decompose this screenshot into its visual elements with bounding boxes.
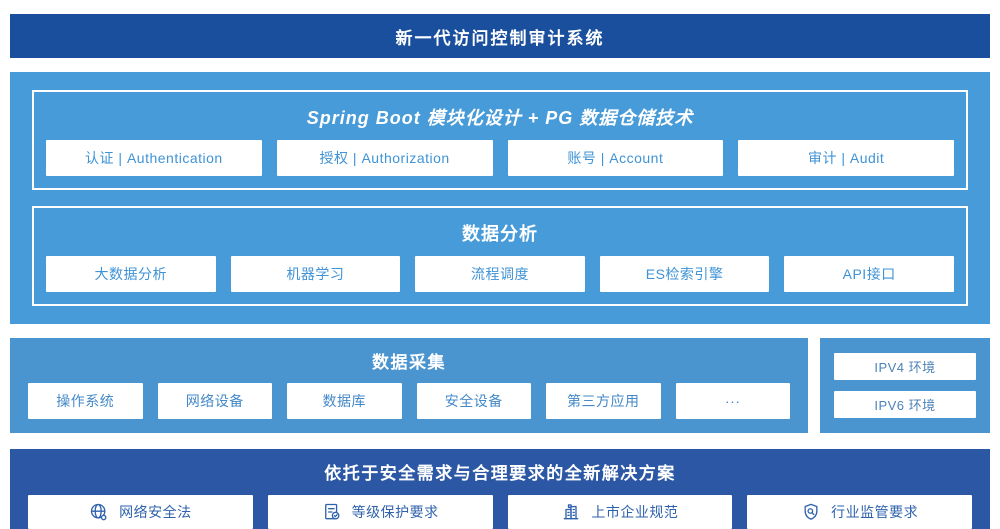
solution-title: 依托于安全需求与合理要求的全新解决方案 [324,464,676,483]
module-box-authorization: 授权 | Authorization [276,140,493,176]
analysis-box-workflow: 流程调度 [415,256,585,292]
solution-box-label: 上市企业规范 [591,504,679,520]
data-collection-boxes: 操作系统 网络设备 数据库 安全设备 第三方应用 ··· [28,383,790,419]
collection-box-third-party: 第三方应用 [546,383,661,419]
solution-box-label: 行业监管要求 [831,504,919,520]
springboot-module-row: 认证 | Authentication 授权 | Authorization 账… [46,140,954,176]
env-box-ipv4: IPV4 环境 [834,353,976,380]
collection-box-os: 操作系统 [28,383,143,419]
solution-section: 依托于安全需求与合理要求的全新解决方案 网络安全法 [10,449,990,529]
analysis-box-es-search: ES检索引擎 [599,256,770,292]
shield-search-icon [801,502,821,522]
analysis-box-api: API接口 [784,256,954,292]
system-title: 新一代访问控制审计系统 [395,28,605,48]
springboot-panel: Spring Boot 模块化设计 + PG 数据仓储技术 认证 | Authe… [32,90,968,190]
data-collection-panel: 数据采集 操作系统 网络设备 数据库 安全设备 第三方应用 ··· [10,338,808,433]
analysis-box-machine-learning: 机器学习 [230,256,401,292]
solution-box-industry-regulation: 行业监管要求 [747,495,972,529]
analysis-box-bigdata: 大数据分析 [46,256,216,292]
document-check-icon [322,502,342,522]
module-box-authentication: 认证 | Authentication [46,140,262,176]
solution-box-classified-protection: 等级保护要求 [267,495,493,529]
platform-section: Spring Boot 模块化设计 + PG 数据仓储技术 认证 | Authe… [10,72,990,324]
data-analysis-panel: 数据分析 大数据分析 机器学习 流程调度 ES检索引擎 API接口 [32,206,968,306]
module-box-audit: 审计 | Audit [738,140,954,176]
collection-row: 数据采集 操作系统 网络设备 数据库 安全设备 第三方应用 ··· IPV4 环… [10,338,990,433]
system-title-banner: 新一代访问控制审计系统 [10,14,990,58]
ip-environments-panel: IPV4 环境 IPV6 环境 [820,338,990,433]
env-box-ipv6: IPV6 环境 [834,391,976,418]
data-collection-title: 数据采集 [372,353,446,372]
solution-box-listed-company: 上市企业规范 [507,495,733,529]
solution-box-cybersecurity-law: 网络安全法 [28,495,253,529]
solution-box-label: 等级保护要求 [351,504,439,520]
springboot-panel-title: Spring Boot 模块化设计 + PG 数据仓储技术 [306,108,694,128]
collection-box-database: 数据库 [287,383,402,419]
collection-box-network-device: 网络设备 [157,383,272,419]
data-analysis-row: 大数据分析 机器学习 流程调度 ES检索引擎 API接口 [46,256,954,292]
module-box-account: 账号 | Account [507,140,724,176]
globe-icon [89,502,109,522]
solution-boxes: 网络安全法 等级保护要求 [28,495,972,529]
data-analysis-title: 数据分析 [462,224,538,244]
collection-box-security-device: 安全设备 [416,383,531,419]
solution-box-label: 网络安全法 [119,504,192,520]
building-icon [561,502,581,522]
collection-box-more: ··· [675,383,790,419]
